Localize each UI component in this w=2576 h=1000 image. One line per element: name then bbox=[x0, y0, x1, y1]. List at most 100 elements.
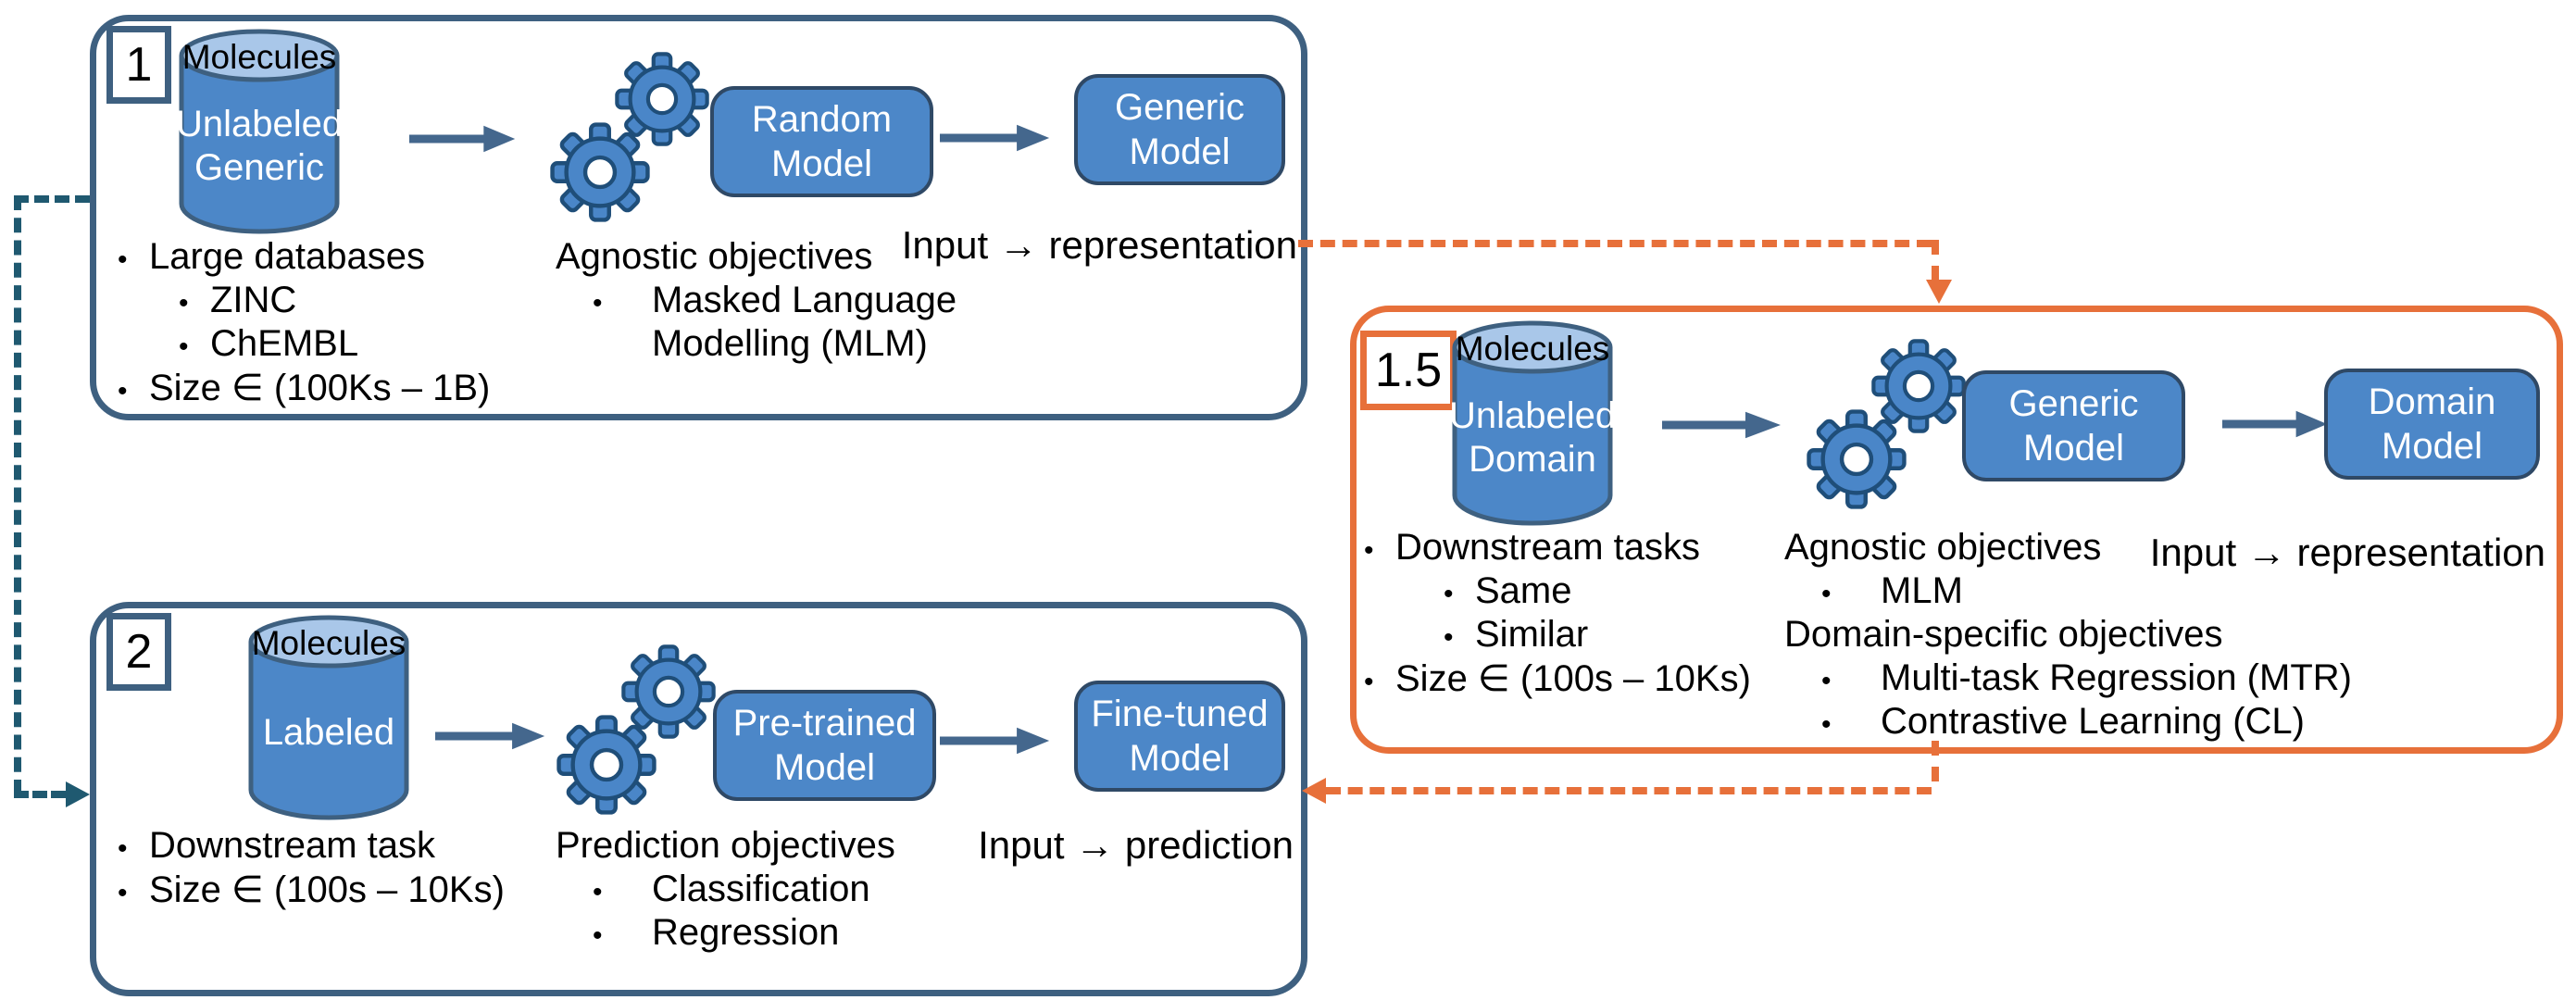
bullet-dot: • bbox=[118, 833, 128, 864]
random-model-box: Random Model bbox=[710, 86, 933, 197]
note-text: Multi-task Regression (MTR) bbox=[1881, 657, 2352, 698]
io-caption: Input → prediction bbox=[978, 823, 1294, 867]
connector-stage1-to-stage2-top-segment bbox=[14, 195, 90, 203]
objectives-notes: Agnostic objectives • MLM Domain-specifi… bbox=[1784, 527, 2352, 744]
model-label-line: Fine-tuned bbox=[1091, 694, 1269, 734]
bullet-dot: • bbox=[118, 878, 128, 908]
note-text: Similar bbox=[1475, 614, 1589, 655]
note-text: Size ∈ (100Ks – 1B) bbox=[149, 368, 491, 408]
flow-arrow-icon bbox=[940, 727, 1050, 755]
domain-model-box: Domain Model bbox=[2324, 369, 2540, 480]
note-line: • Regression bbox=[556, 912, 895, 956]
database-notes: • Large databases • ZINC • ChEMBL • Size… bbox=[118, 236, 490, 410]
note-text: Regression bbox=[652, 912, 840, 953]
note-line: • Contrastive Learning (CL) bbox=[1784, 701, 2352, 744]
cylinder-top-label: Molecules bbox=[181, 38, 337, 76]
model-label-line: Random bbox=[751, 99, 893, 140]
bullet-dot: • bbox=[593, 920, 603, 951]
cylinder-top-label: Molecules bbox=[251, 624, 406, 662]
note-line: Modelling (MLM) bbox=[556, 323, 957, 367]
note-line: • MLM bbox=[1784, 570, 2352, 614]
note-line: • Similar bbox=[1364, 614, 1751, 657]
connector-stage1-to-stage15-horizontal-segment bbox=[1298, 240, 1932, 247]
stage-2-finetuning-panel: 2 Molecules Labeled Pre-trained Model Fi… bbox=[90, 602, 1307, 996]
note-text: ChEMBL bbox=[210, 323, 359, 364]
note-line: • Downstream tasks bbox=[1364, 527, 1751, 570]
gears-training-icon bbox=[556, 644, 722, 819]
flow-arrow-icon bbox=[435, 722, 545, 750]
model-label-line: Generic bbox=[1114, 87, 1245, 128]
model-label-line: Model bbox=[771, 144, 872, 184]
cylinder-top-label: Molecules bbox=[1455, 330, 1610, 368]
connector-arrowhead-into-stage15 bbox=[1926, 280, 1952, 304]
note-line: • Classification bbox=[556, 869, 895, 912]
note-heading: Agnostic objectives bbox=[1784, 527, 2352, 570]
objectives-notes: Prediction objectives • Classification •… bbox=[556, 825, 895, 956]
database-cylinder: Molecules Labeled bbox=[245, 614, 412, 825]
note-text: Same bbox=[1475, 570, 1572, 611]
bullet-dot: • bbox=[1821, 666, 1832, 696]
bullet-dot: • bbox=[118, 376, 128, 406]
note-text: Size ∈ (100s – 10Ks) bbox=[149, 869, 505, 910]
note-line: • Large databases bbox=[118, 236, 490, 280]
stage-number-badge: 2 bbox=[106, 613, 171, 691]
stage-1-5-domain-adaptation-panel: 1.5 Molecules Unlabeled Domain Generic M… bbox=[1350, 306, 2563, 754]
model-label-line: Model bbox=[1129, 738, 1231, 779]
note-text: Large databases bbox=[149, 236, 426, 277]
cylinder-body-line: Unlabeled bbox=[175, 104, 344, 144]
connector-arrowhead-into-stage2 bbox=[66, 781, 90, 807]
pretrained-model-box: Pre-trained Model bbox=[713, 690, 936, 801]
note-text: Prediction objectives bbox=[556, 825, 895, 866]
note-text: Modelling (MLM) bbox=[652, 323, 928, 364]
cylinder-body-line: Labeled bbox=[262, 711, 395, 753]
cylinder-body-line: Unlabeled bbox=[1448, 395, 1617, 436]
generic-model-box: Generic Model bbox=[1074, 74, 1285, 185]
bullet-dot: • bbox=[1364, 535, 1374, 566]
connector-stage1-to-stage15-vertical-segment bbox=[1932, 240, 1939, 281]
bullet-dot: • bbox=[1821, 579, 1832, 609]
objectives-notes: Agnostic objectives • Masked Language Mo… bbox=[556, 236, 957, 367]
io-caption: Input → representation bbox=[901, 223, 1297, 267]
cylinder-body-label: Unlabeled Domain bbox=[1449, 377, 1616, 499]
note-line: • Size ∈ (100Ks – 1B) bbox=[118, 367, 490, 410]
model-label-line: Model bbox=[2023, 428, 2124, 469]
note-text: Domain-specific objectives bbox=[1784, 614, 2223, 655]
connector-arrowhead-into-stage2-right bbox=[1302, 778, 1326, 804]
stage-number: 1.5 bbox=[1374, 344, 1443, 397]
model-label-line: Generic bbox=[2008, 383, 2139, 424]
flow-arrow-icon bbox=[2222, 410, 2328, 438]
bullet-dot: • bbox=[593, 288, 603, 319]
cylinder-body-label: Labeled bbox=[245, 671, 412, 794]
bullet-dot: • bbox=[1364, 667, 1374, 697]
bullet-dot: • bbox=[118, 244, 128, 275]
database-notes: • Downstream task • Size ∈ (100s – 10Ks) bbox=[118, 825, 505, 912]
generic-model-box: Generic Model bbox=[1962, 370, 2185, 481]
note-text: Size ∈ (100s – 10Ks) bbox=[1395, 658, 1751, 699]
note-text: Masked Language bbox=[652, 280, 957, 320]
bullet-dot: • bbox=[179, 331, 189, 362]
cylinder-body-line: Domain bbox=[1469, 439, 1596, 480]
model-label-line: Model bbox=[2382, 426, 2482, 467]
gears-training-icon bbox=[1806, 338, 1972, 514]
note-text: Downstream task bbox=[149, 825, 435, 866]
stage-1-pretraining-panel: 1 Molecules Unlabeled Generic Random Mod… bbox=[90, 15, 1307, 420]
note-line: • ZINC bbox=[118, 280, 490, 323]
connector-stage15-to-stage2-vertical-segment bbox=[1932, 741, 1939, 781]
note-text: Downstream tasks bbox=[1395, 527, 1700, 568]
flow-arrow-icon bbox=[940, 124, 1050, 152]
note-line: • ChEMBL bbox=[118, 323, 490, 367]
note-line: • Size ∈ (100s – 10Ks) bbox=[1364, 657, 1751, 701]
stage-number: 1 bbox=[125, 38, 153, 92]
note-text: MLM bbox=[1881, 570, 1963, 611]
note-text: Contrastive Learning (CL) bbox=[1881, 701, 2305, 742]
model-label-line: Model bbox=[1129, 131, 1231, 172]
note-line: • Downstream task bbox=[118, 825, 505, 869]
bullet-dot: • bbox=[1821, 709, 1832, 740]
stage-number-badge: 1 bbox=[106, 26, 171, 104]
note-line: • Multi-task Regression (MTR) bbox=[1784, 657, 2352, 701]
gears-training-icon bbox=[549, 51, 716, 227]
finetuned-model-box: Fine-tuned Model bbox=[1074, 681, 1285, 792]
connector-stage15-to-stage2-horizontal-segment bbox=[1326, 787, 1932, 794]
note-text: Agnostic objectives bbox=[1784, 527, 2102, 568]
cylinder-body-label: Unlabeled Generic bbox=[176, 85, 343, 207]
